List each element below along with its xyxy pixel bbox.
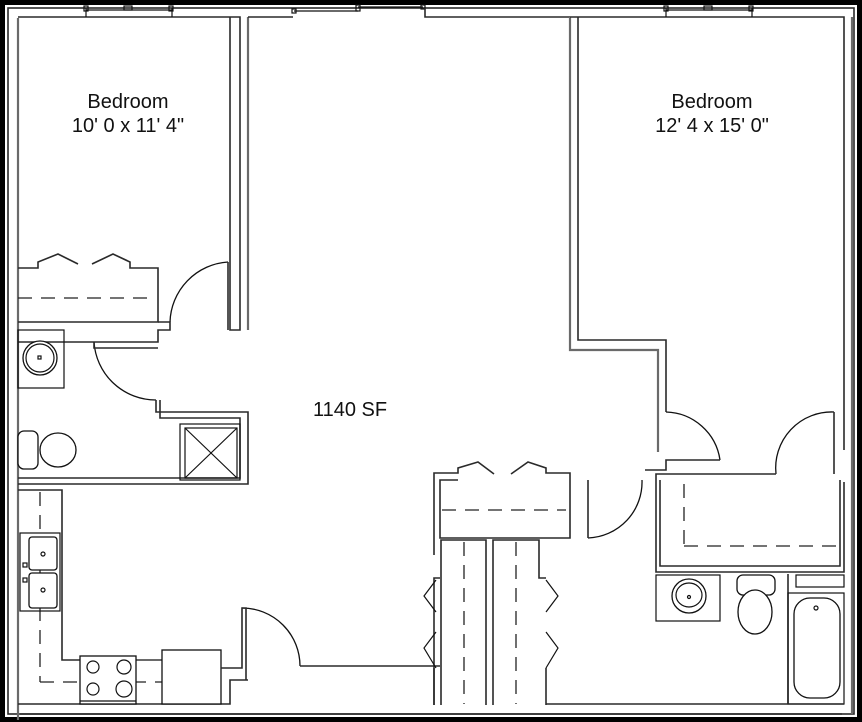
bath-sink-counter <box>17 329 65 389</box>
sink-icon <box>22 340 58 376</box>
right-bedroom-label: Bedroom 12' 4 x 15' 0" <box>632 90 792 138</box>
toilet-icon <box>17 430 77 470</box>
total-area-label: 1140 SF <box>312 399 388 421</box>
tub-shelf <box>795 574 845 588</box>
left-bedroom-closet <box>18 253 229 343</box>
bathtub-basin <box>793 597 841 699</box>
refrigerator <box>161 649 222 705</box>
window-living <box>291 4 570 18</box>
bath-vanity <box>655 574 721 622</box>
shower-stall <box>179 423 241 481</box>
right-bathroom <box>546 574 845 705</box>
right-bedroom-walls <box>568 16 854 714</box>
kitchen-double-sink <box>19 532 61 612</box>
room-name: Bedroom <box>87 91 169 113</box>
window-right-bedroom <box>663 5 754 17</box>
hall-closets <box>20 461 842 715</box>
room-name: Bedroom <box>671 91 753 113</box>
kitchen <box>18 489 440 705</box>
left-bathroom <box>17 329 249 485</box>
range-stove <box>79 655 137 705</box>
room-dimensions: 10' 0 x 11' 4" <box>71 115 185 137</box>
left-bedroom-label: Bedroom 10' 0 x 11' 4" <box>48 90 208 138</box>
room-dimensions: 12' 4 x 15' 0" <box>655 115 769 137</box>
toilet-icon <box>736 574 776 635</box>
window-left-bedroom <box>83 5 174 17</box>
